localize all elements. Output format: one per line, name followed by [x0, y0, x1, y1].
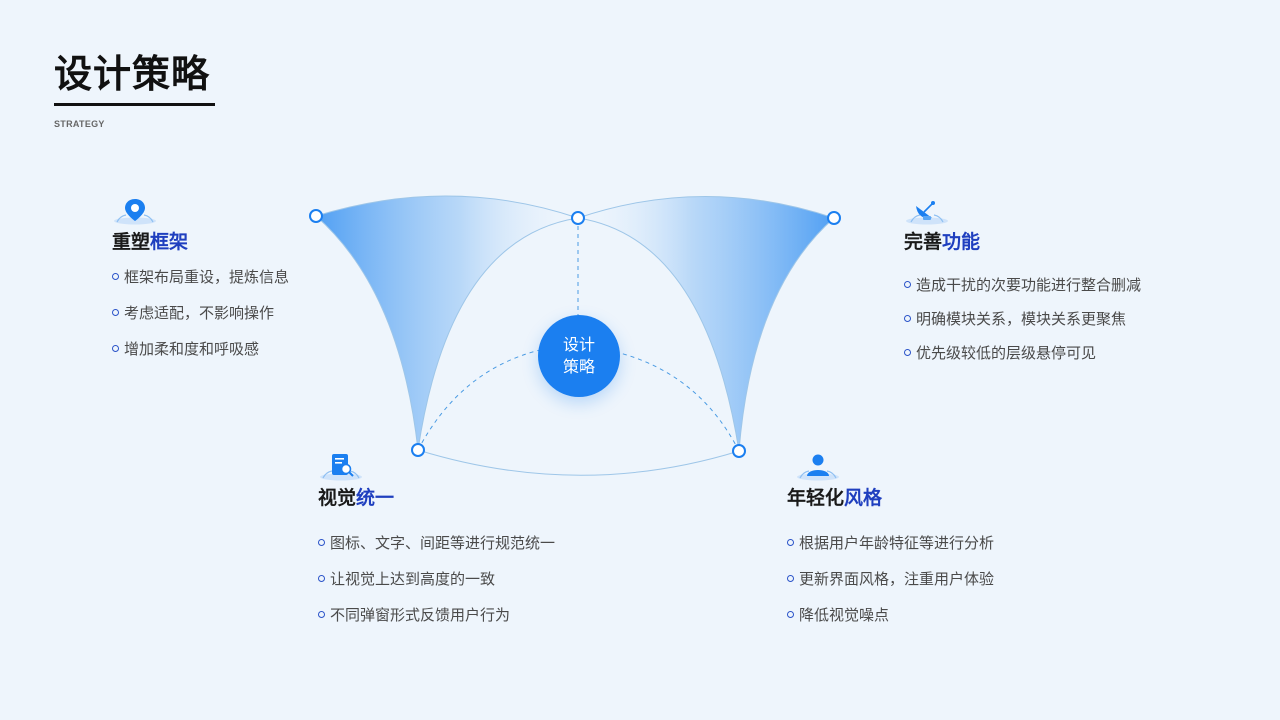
title-main: 重塑: [112, 231, 151, 253]
page-subtitle: STRATEGY: [54, 119, 105, 129]
bullet-icon: [318, 539, 325, 546]
arc-top-right: [577, 196, 835, 219]
dash-left-center: [417, 349, 541, 451]
list-item: 增加柔和度和呼吸感: [112, 341, 289, 377]
arc-right-outer: [738, 217, 835, 452]
user-icon: [797, 454, 839, 481]
list-item: 明确模块关系，模块关系更聚焦: [904, 311, 1141, 345]
bullet-icon: [904, 281, 911, 288]
bullet-icon: [112, 273, 119, 280]
location-pin-icon: [114, 199, 156, 225]
center-line-2: 策略: [562, 357, 595, 376]
arc-left-inner: [417, 217, 579, 451]
center-line-1: 设计: [562, 335, 595, 354]
satellite-dish-icon: [906, 201, 948, 225]
list-item: 优先级较低的层级悬停可见: [904, 345, 1141, 379]
section-title: 年轻化风格: [787, 486, 882, 510]
list-item: 降低视觉噪点: [787, 607, 994, 643]
title-main: 完善: [904, 231, 943, 253]
list-item: 更新界面风格，注重用户体验: [787, 571, 994, 607]
title-main: 视觉: [318, 487, 357, 509]
document-search-icon: [320, 454, 362, 481]
list-item: 框架布局重设，提炼信息: [112, 269, 289, 305]
bullet-icon: [904, 349, 911, 356]
title-accent: 框架: [150, 231, 189, 253]
node-top-left: [309, 209, 323, 223]
section-title: 重塑框架: [112, 230, 188, 254]
title-accent: 功能: [942, 231, 981, 253]
bullet-icon: [904, 315, 911, 322]
section-title: 视觉统一: [318, 486, 394, 510]
bullet-icon: [787, 539, 794, 546]
bullet-icon: [112, 309, 119, 316]
section-list: 框架布局重设，提炼信息 考虑适配，不影响操作 增加柔和度和呼吸感: [112, 269, 289, 377]
list-item: 考虑适配，不影响操作: [112, 305, 289, 341]
node-top-center: [571, 211, 585, 225]
bullet-icon: [318, 575, 325, 582]
center-badge: 设计 策略: [538, 315, 620, 397]
bullet-icon: [112, 345, 119, 352]
title-underline: [54, 103, 215, 106]
bullet-icon: [318, 611, 325, 618]
list-item: 造成干扰的次要功能进行整合删减: [904, 277, 1141, 311]
section-list: 造成干扰的次要功能进行整合删减 明确模块关系，模块关系更聚焦 优先级较低的层级悬…: [904, 277, 1141, 379]
node-bottom-left: [411, 443, 425, 457]
list-item: 根据用户年龄特征等进行分析: [787, 535, 994, 571]
section-title: 完善功能: [904, 230, 980, 254]
node-top-right: [827, 211, 841, 225]
page-title: 设计策略: [54, 52, 211, 96]
bullet-icon: [787, 611, 794, 618]
title-main: 年轻化: [787, 487, 845, 509]
arc-top-left: [315, 195, 579, 219]
list-item: 不同弹窗形式反馈用户行为: [318, 607, 555, 643]
title-accent: 风格: [844, 487, 883, 509]
section-list: 图标、文字、间距等进行规范统一 让视觉上达到高度的一致 不同弹窗形式反馈用户行为: [318, 535, 555, 643]
arc-bottom: [417, 449, 740, 476]
dash-right-center: [619, 352, 740, 452]
bullet-icon: [787, 575, 794, 582]
right-gradient-petal: [578, 196, 834, 451]
left-gradient-petal: [316, 195, 578, 450]
node-bottom-right: [732, 444, 746, 458]
list-item: 让视觉上达到高度的一致: [318, 571, 555, 607]
arc-right-inner: [577, 217, 740, 452]
arc-left-outer: [315, 215, 419, 451]
title-accent: 统一: [356, 487, 395, 509]
section-list: 根据用户年龄特征等进行分析 更新界面风格，注重用户体验 降低视觉噪点: [787, 535, 994, 643]
list-item: 图标、文字、间距等进行规范统一: [318, 535, 555, 571]
